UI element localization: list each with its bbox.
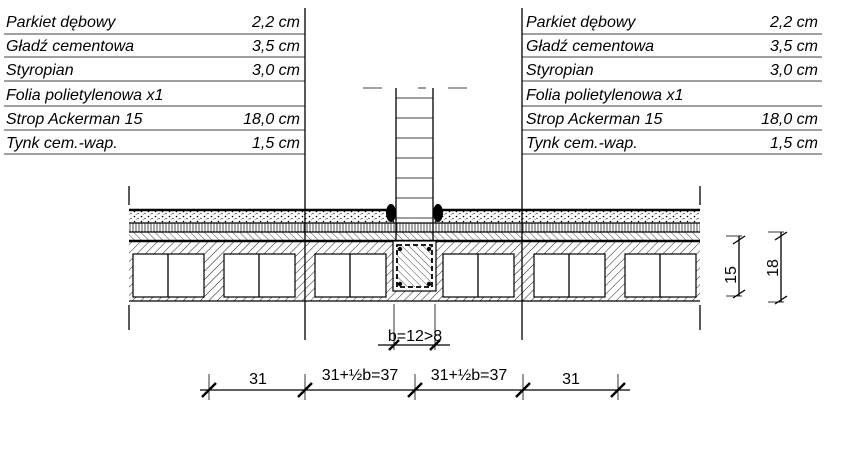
layer-right-value: 1,5 cm: [770, 135, 818, 152]
layer-right-value: 18,0 cm: [761, 111, 818, 128]
hollow-block: [314, 253, 387, 298]
layer-right-name: Tynk cem.-wap.: [526, 135, 638, 152]
hollow-block: [533, 253, 606, 298]
layer-left-value: 2,2 cm: [251, 14, 300, 31]
layer-right-name: Folia polietylenowa x1: [526, 87, 683, 104]
layer-left-name: Styropian: [6, 62, 74, 79]
layer-left-value: 18,0 cm: [243, 111, 300, 128]
layer-right-value: 3,5 cm: [770, 38, 818, 55]
layer-left-name: Parkiet dębowy: [6, 14, 116, 31]
span-label-inner-left: 31+½b=37: [322, 367, 399, 384]
ackerman-slab: [129, 240, 700, 302]
layer-table-left: Parkiet dębowy 2,2 cm Gładź cementowa 3,…: [4, 8, 306, 340]
layer-right-value: 3,0 cm: [770, 62, 818, 79]
hollow-block: [132, 253, 205, 298]
height-dimension-block: 15: [723, 235, 746, 299]
hollow-block: [624, 253, 697, 298]
height-dimension-total: 18: [765, 231, 788, 305]
span-label-outer-left: 31: [249, 371, 267, 388]
rib-width-dimension: b=12>8: [378, 304, 450, 351]
layer-right-name: Gładź cementowa: [526, 38, 654, 55]
reinforced-rib: [392, 240, 437, 292]
layer-left-name: Tynk cem.-wap.: [6, 135, 118, 152]
height-label-block: 15: [723, 266, 740, 284]
span-label-inner-right: 31+½b=37: [431, 367, 508, 384]
layer-right-value: 2,2 cm: [769, 14, 818, 31]
hollow-block: [223, 253, 296, 298]
layer-left-value: 1,5 cm: [252, 135, 300, 152]
rib-width-label: b=12>8: [388, 328, 442, 345]
layer-left-value: 3,5 cm: [252, 38, 300, 55]
height-label-total: 18: [765, 259, 782, 277]
layer-right-name: Styropian: [526, 62, 594, 79]
span-label-outer-right: 31: [562, 371, 580, 388]
layer-left-value: 3,0 cm: [252, 62, 300, 79]
hollow-block: [442, 253, 515, 298]
layer-left-name: Gładź cementowa: [6, 38, 134, 55]
layer-left-name: Strop Ackerman 15: [6, 111, 142, 128]
floor-finish-layers: [129, 208, 700, 243]
span-dimension: 31 31+½b=37 31+½b=37 31: [200, 367, 630, 400]
layer-right-name: Parkiet dębowy: [526, 14, 636, 31]
layer-table-right: Parkiet dębowy 2,2 cm Gładź cementowa 3,…: [521, 8, 822, 340]
layer-right-name: Strop Ackerman 15: [526, 111, 662, 128]
layer-left-name: Folia polietylenowa x1: [6, 87, 163, 104]
